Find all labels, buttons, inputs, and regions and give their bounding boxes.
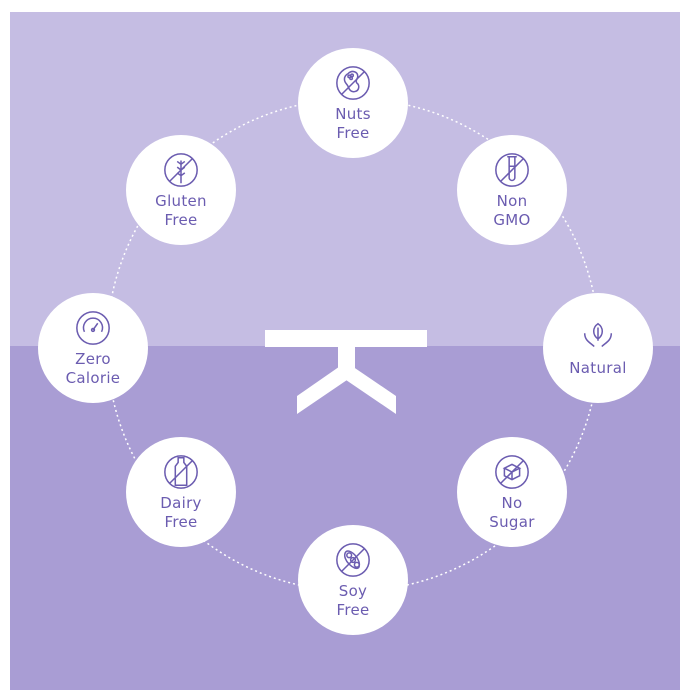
badge-label-line: Soy: [338, 581, 368, 600]
badge-label-line: Free: [164, 512, 198, 531]
badge-label-line: Non: [496, 191, 528, 210]
badge-label-line: Free: [336, 600, 370, 619]
no-nuts-icon: [336, 65, 370, 100]
no-sugar-cube-icon: [495, 454, 529, 489]
badge-label-line: Gluten: [155, 191, 207, 210]
badge-label-line: Calorie: [65, 368, 121, 387]
no-dairy-bottle-icon: [164, 454, 198, 489]
badge-label-line: Sugar: [489, 512, 535, 531]
leaf-hands-icon: [583, 322, 613, 348]
badge-label-line: Natural: [569, 359, 627, 377]
badge-label-line: Zero: [75, 349, 111, 368]
no-soy-icon: [336, 542, 370, 577]
no-gluten-wheat-icon: [164, 152, 198, 187]
badge-label-line: GMO: [493, 210, 531, 229]
no-gmo-test-tube-icon: [495, 152, 529, 187]
brand-logo: [265, 330, 427, 414]
badge-natural: Natural: [543, 293, 653, 403]
badge-label-line: Free: [164, 210, 198, 229]
badge-label-line: Nuts: [335, 104, 371, 123]
badge-label-line: Free: [336, 123, 370, 142]
gauge-icon: [76, 310, 110, 345]
badge-label-line: No: [501, 493, 523, 512]
badge-label-line: Dairy: [160, 493, 202, 512]
